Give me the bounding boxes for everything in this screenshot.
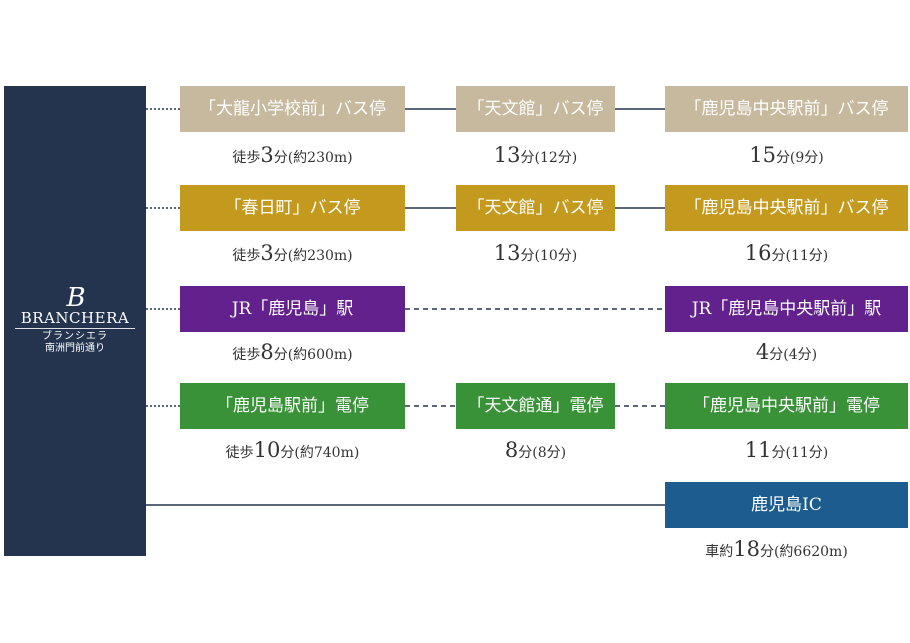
brand-mark-icon: B [66,283,85,313]
time-caption-r1-via: 13分(12分) [493,143,578,167]
time-caption-r4-dest: 11分(11分) [744,438,829,462]
station-box-r4-via: 「天文館通」電停 [456,383,615,429]
brand-panel: B BRANCHERA ブランシエラ 南洲門前通り [4,86,146,556]
time-caption-r2-origin: 徒歩3分(約230m) [232,241,353,265]
station-box-r4-dest: 「鹿児島中央駅前」電停 [665,383,908,429]
time-caption-r2-dest: 16分(11分) [744,241,829,265]
station-box-r2-dest: 「鹿児島中央駅前」バス停 [665,185,908,231]
station-box-r1-origin: 「大龍小学校前」バス停 [180,86,405,132]
brand-kana: ブランシエラ [42,331,108,342]
time-caption-r2-via: 13分(10分) [493,241,578,265]
time-caption-r3-dest: 4分(4分) [755,340,818,364]
station-box-r4-origin: 「鹿児島駅前」電停 [180,383,405,429]
time-caption-r1-dest: 15分(9分) [749,143,824,167]
station-box-r1-dest: 「鹿児島中央駅前」バス停 [665,86,908,132]
station-box-r1-via: 「天文館」バス停 [456,86,615,132]
brand-logo: B BRANCHERA ブランシエラ 南洲門前通り [4,283,146,355]
station-box-r2-origin: 「春日町」バス停 [180,185,405,231]
time-caption-r4-origin: 徒歩10分(約740m) [225,438,360,462]
time-caption-r3-origin: 徒歩8分(約600m) [232,340,353,364]
station-box-r3-dest: JR「鹿児島中央駅前」駅 [665,286,908,332]
station-box-r5-dest: 鹿児島IC [665,482,908,528]
station-box-r3-origin: JR「鹿児島」駅 [180,286,405,332]
brand-divider [15,328,135,329]
brand-name: BRANCHERA [20,309,130,327]
time-caption-r4-via: 8分(8分) [504,438,567,462]
time-caption-r1-origin: 徒歩3分(約230m) [232,143,353,167]
brand-location: 南洲門前通り [45,343,105,354]
station-box-r2-via: 「天文館」バス停 [456,185,615,231]
time-caption-r5-dest: 車約18分(約6620m) [705,537,848,561]
